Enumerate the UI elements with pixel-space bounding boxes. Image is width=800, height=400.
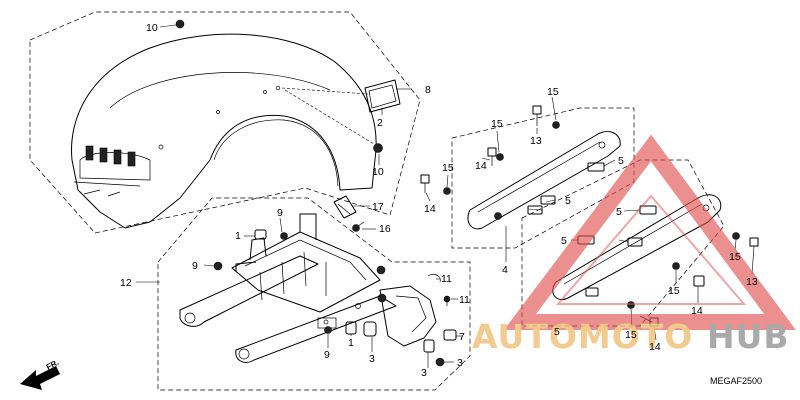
callout-labels: 10 8 2 10 17 16 9 1 9 12 11 11 7 3 1 9 3…: [120, 22, 758, 379]
callout-15-right: 15: [729, 251, 741, 263]
clip: [333, 195, 357, 219]
callout-11-lower: 11: [459, 294, 470, 306]
callout-4: 4: [502, 264, 508, 276]
upper-rail-hardware: [420, 105, 560, 195]
front-direction-arrow: FR.: [20, 358, 60, 390]
callout-10-top: 10: [146, 22, 158, 34]
callout-13-right: 13: [746, 276, 758, 288]
callout-15-top: 15: [547, 86, 559, 98]
rear-fender: [71, 33, 377, 229]
rail-group-outline: [451, 107, 635, 249]
callout-8: 8: [425, 84, 431, 96]
watermark-text-automoto: AUTOMOTO: [472, 317, 693, 356]
callout-14-lr: 14: [691, 305, 703, 317]
callout-9-upper: 9: [277, 207, 283, 219]
callout-16: 16: [379, 223, 391, 235]
watermark: AUTOMOTO HUB: [472, 134, 796, 356]
callout-5-c: 5: [616, 206, 622, 218]
callout-1-lower: 1: [348, 337, 354, 349]
callout-3-bottom: 3: [421, 367, 427, 379]
callout-3-right: 3: [457, 357, 463, 369]
frame-hardware: [213, 229, 457, 367]
callout-13-top: 13: [530, 135, 542, 147]
callout-7: 7: [459, 331, 465, 343]
fender-group-outline: [29, 11, 421, 234]
callout-14-mid: 14: [475, 160, 487, 172]
bolt-16: [352, 221, 365, 232]
callout-5-b: 5: [565, 195, 571, 207]
frame-group-outline: [157, 197, 471, 391]
callout-15-mid: 15: [491, 118, 503, 130]
callout-10-lower: 10: [372, 166, 384, 178]
callout-5-d: 5: [561, 235, 567, 247]
callout-15-left: 15: [442, 162, 454, 174]
front-direction-label: FR.: [45, 358, 61, 372]
callout-17: 17: [372, 201, 384, 213]
leader-lines: [136, 24, 755, 368]
callout-9-left: 9: [192, 260, 198, 272]
callout-15-bottom: 15: [625, 329, 637, 341]
watermark-text-hub: HUB: [707, 317, 790, 356]
sub-frame: [179, 213, 437, 363]
callout-15-lr: 15: [668, 285, 680, 297]
diagram-code: MEGAF2500: [710, 376, 762, 386]
nut-lower: [373, 143, 383, 153]
callout-1-upper: 1: [235, 230, 241, 242]
callout-3-center: 3: [369, 353, 375, 365]
callout-12: 12: [120, 277, 132, 289]
nut-top: [175, 19, 185, 29]
callout-2: 2: [377, 117, 383, 129]
callout-5-e: 5: [554, 326, 560, 338]
callout-14-left: 14: [424, 203, 436, 215]
callout-9-lower: 9: [324, 349, 330, 361]
reflector: [364, 79, 401, 113]
side-rail-upper: [467, 131, 621, 230]
callout-11-upper: 11: [441, 273, 452, 285]
callout-5-a: 5: [618, 155, 624, 167]
callout-14-bottom: 14: [649, 341, 661, 353]
